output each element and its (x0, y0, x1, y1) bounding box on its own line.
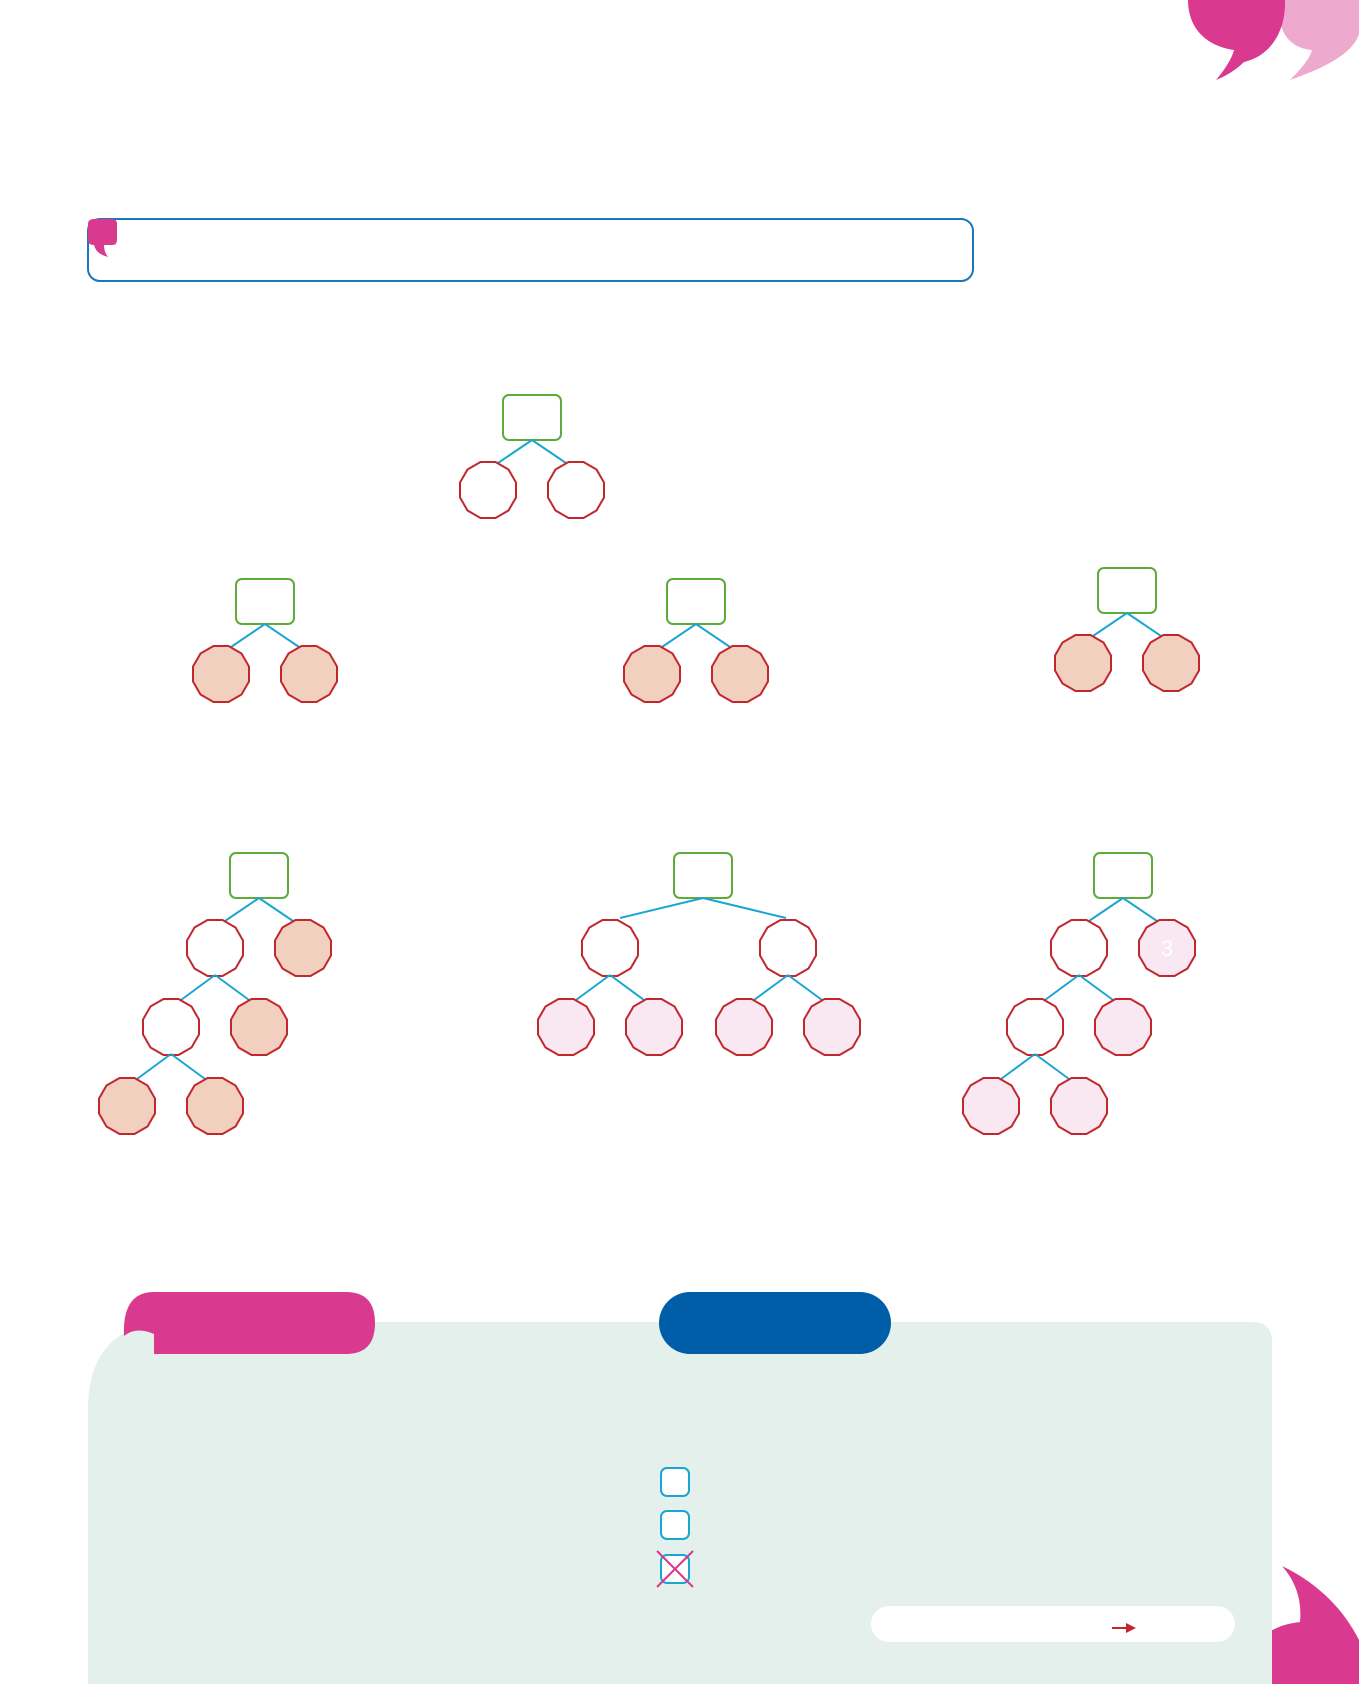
connector-line (575, 974, 611, 1001)
bond-circle (1050, 919, 1108, 977)
bond-circle (230, 998, 288, 1056)
connector-line (1044, 974, 1080, 1001)
connector-line (661, 623, 697, 648)
connector-line (224, 897, 260, 922)
bond-circle (1054, 634, 1112, 692)
instruction-frame (87, 218, 974, 282)
connector-line (1000, 1053, 1036, 1080)
number-box (673, 852, 733, 899)
number-box (502, 394, 562, 441)
connector-line (170, 1053, 206, 1080)
number-box (235, 578, 295, 625)
checkbox-3[interactable] (656, 1550, 694, 1588)
tab-left (123, 1292, 375, 1354)
bond-circle (1138, 919, 1196, 977)
connector-line (1034, 1053, 1070, 1080)
bond-circle (803, 998, 861, 1056)
node-number: 3 (1161, 936, 1173, 961)
bond-circle (280, 645, 338, 703)
connector-line (1126, 612, 1162, 637)
bond-circle (625, 998, 683, 1056)
connector-line (264, 623, 300, 648)
bond-circle (537, 998, 595, 1056)
bond-circle (192, 645, 250, 703)
connector-line (531, 439, 567, 464)
connector-line (1078, 974, 1114, 1001)
bottom-panel (88, 1322, 1272, 1684)
bond-circle (142, 998, 200, 1056)
connector-line (1092, 612, 1128, 637)
bond-circle (186, 919, 244, 977)
bond-circle (715, 998, 773, 1056)
connector-line (702, 897, 787, 919)
bond-circle (459, 461, 517, 519)
bond-circle (98, 1077, 156, 1135)
bond-circle (1094, 998, 1152, 1056)
connector-line (609, 974, 645, 1001)
connector-line (497, 439, 533, 464)
bond-circle (623, 645, 681, 703)
bond-circle (711, 645, 769, 703)
bond-circle (1050, 1077, 1108, 1135)
corner-quote-top-icon (1188, 0, 1359, 80)
bond-circle (547, 461, 605, 519)
x-mark-icon (656, 1550, 694, 1588)
arrow-right-icon (1112, 1623, 1136, 1633)
tab-right (659, 1292, 891, 1354)
number-box (666, 578, 726, 625)
bond-circle (962, 1077, 1020, 1135)
bond-circle (274, 919, 332, 977)
number-bond-trees: 3 (98, 394, 1200, 1135)
connector-line (753, 974, 789, 1001)
connector-line (619, 897, 704, 919)
checkbox-2[interactable] (660, 1510, 690, 1540)
connector-line (1122, 897, 1158, 922)
bond-circle (1142, 634, 1200, 692)
connector-line (695, 623, 731, 648)
connector-line (214, 974, 250, 1001)
connector-line (258, 897, 294, 922)
footer-pill (871, 1606, 1235, 1642)
connector-line (180, 974, 216, 1001)
number-box (1093, 852, 1153, 899)
bond-circle (1006, 998, 1064, 1056)
bond-circle (581, 919, 639, 977)
number-box (229, 852, 289, 899)
connector-line (230, 623, 266, 648)
number-box (1097, 567, 1157, 614)
checkbox-1[interactable] (660, 1467, 690, 1497)
connector-line (136, 1053, 172, 1080)
bond-circle (759, 919, 817, 977)
connector-line (787, 974, 823, 1001)
quote-tab-icon (88, 219, 117, 257)
connector-line (1088, 897, 1124, 922)
corner-quote-bottom-icon (1245, 1566, 1359, 1684)
bond-circle (186, 1077, 244, 1135)
